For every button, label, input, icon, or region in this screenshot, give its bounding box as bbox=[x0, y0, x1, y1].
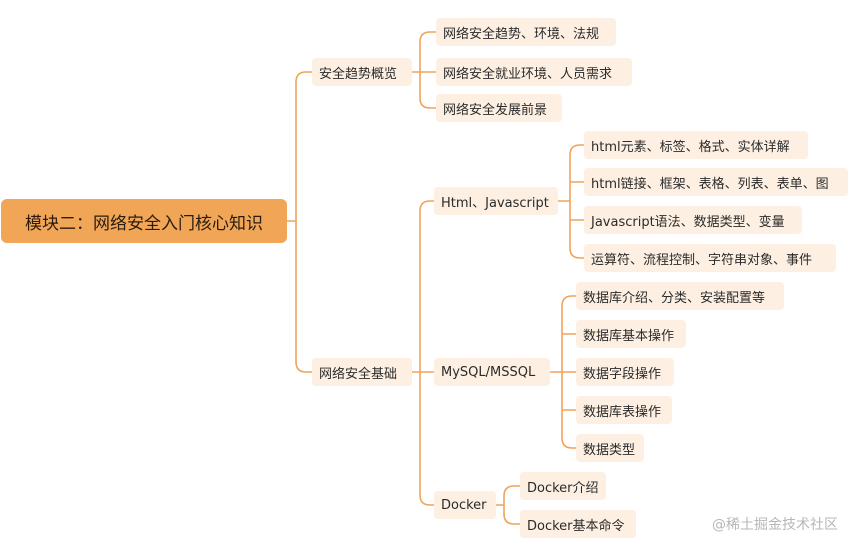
link-basics-docker bbox=[419, 371, 435, 506]
leaf-db-basic-ops[interactable]: 数据库基本操作 bbox=[576, 320, 686, 348]
branch-security-basics[interactable]: 网络安全基础 bbox=[312, 358, 412, 386]
link-html-leaves bbox=[557, 144, 585, 259]
leaf-employment-demand[interactable]: 网络安全就业环境、人员需求 bbox=[436, 58, 632, 86]
link-mysql-leaves bbox=[549, 295, 577, 449]
leaf-docker-commands[interactable]: Docker基本命令 bbox=[520, 510, 636, 538]
leaf-docker-intro[interactable]: Docker介绍 bbox=[520, 472, 606, 500]
branch-docker[interactable]: Docker bbox=[434, 491, 496, 519]
link-root-basics bbox=[295, 220, 313, 373]
watermark: @稀土掘金技术社区 bbox=[712, 517, 838, 533]
leaf-db-intro[interactable]: 数据库介绍、分类、安装配置等 bbox=[576, 282, 784, 310]
branch-security-trend-overview[interactable]: 安全趋势概览 bbox=[312, 58, 412, 86]
leaf-development-prospect[interactable]: 网络安全发展前景 bbox=[436, 94, 562, 122]
branch-mysql-mssql[interactable]: MySQL/MSSQL bbox=[434, 358, 550, 386]
link-root-trend bbox=[286, 71, 313, 222]
branch-html-javascript[interactable]: Html、Javascript bbox=[434, 187, 558, 215]
leaf-db-types[interactable]: 数据类型 bbox=[576, 434, 644, 462]
leaf-trend-environment-regulation[interactable]: 网络安全趋势、环境、法规 bbox=[436, 18, 616, 46]
leaf-js-operators[interactable]: 运算符、流程控制、字符串对象、事件 bbox=[584, 244, 836, 272]
link-docker-leaves bbox=[495, 485, 521, 525]
link-basics-html bbox=[411, 200, 435, 373]
leaf-html-links-frames[interactable]: html链接、框架、表格、列表、表单、图 bbox=[584, 168, 848, 196]
leaf-db-table-ops[interactable]: 数据库表操作 bbox=[576, 396, 672, 424]
leaf-db-field-ops[interactable]: 数据字段操作 bbox=[576, 358, 674, 386]
leaf-js-syntax[interactable]: Javascript语法、数据类型、变量 bbox=[584, 206, 802, 234]
leaf-html-elements[interactable]: html元素、标签、格式、实体详解 bbox=[584, 131, 808, 159]
link-trend-children bbox=[411, 31, 437, 109]
root-node[interactable]: 模块二：网络安全入门核心知识 bbox=[1, 199, 287, 243]
